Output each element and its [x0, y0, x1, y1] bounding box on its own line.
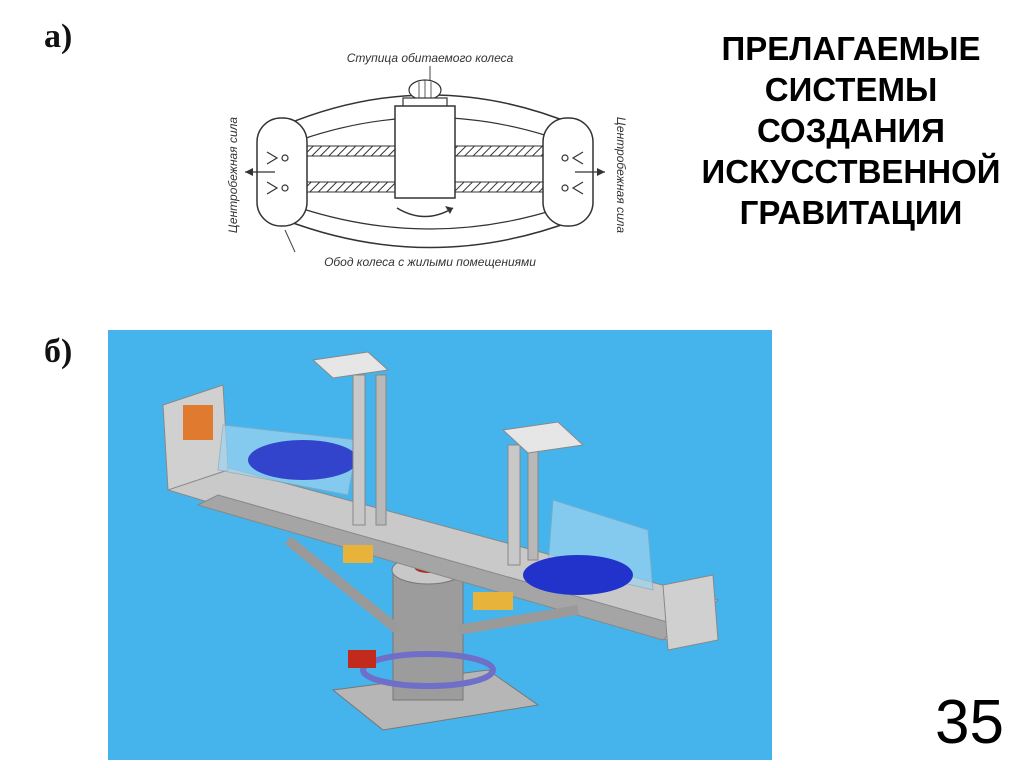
figures-left: [266, 151, 289, 195]
central-pillar: [392, 569, 464, 701]
title-line-5: ГРАВИТАЦИИ: [739, 194, 963, 231]
rim-label-leader: [284, 229, 296, 253]
left-tower: [352, 374, 366, 526]
yellow-panel-1: [343, 545, 373, 563]
force-label-right: Центробежная сила: [614, 117, 628, 233]
red-unit: [348, 650, 376, 668]
spoke-bottom-right: [454, 181, 544, 193]
strut-right: [457, 605, 579, 635]
page-number: 35: [935, 688, 1004, 757]
title-line-4: ИСКУССТВЕННОЙ: [701, 153, 1001, 190]
force-label-left: Центробежная сила: [226, 117, 240, 233]
slide-title: ПРЕЛАГАЕМЫЕ СИСТЕМЫ СОЗДАНИЯ ИСКУССТВЕНН…: [686, 28, 1016, 233]
figure-label-a: а): [44, 18, 73, 55]
left-tower-b: [375, 374, 387, 526]
force-arrow-right-head: [597, 168, 605, 176]
right-tower-lamp: [501, 421, 585, 454]
spoke-top-right: [454, 145, 544, 157]
rotation-arrow: [396, 207, 454, 218]
title-line-1: ПРЕЛАГАЕМЫЕ: [721, 30, 981, 67]
right-tower-b: [527, 449, 539, 561]
left-subject: [248, 440, 358, 480]
right-cabin-shell: [662, 574, 719, 651]
figures-right: [561, 151, 584, 195]
rim-inner-arc-bottom: [299, 207, 561, 230]
title-line-2: СИСТЕМЫ: [764, 71, 938, 108]
right-subject: [523, 555, 633, 595]
rim-outer-arc-bottom: [284, 219, 576, 249]
hub-cylinder: [394, 105, 456, 199]
rim-label: Обод колеса с жилыми помещениями: [324, 255, 536, 269]
figure-label-b: б): [44, 333, 73, 370]
strut-left: [284, 536, 402, 634]
centrifuge-render: [108, 330, 772, 760]
rotating-wheel-diagram: Ступица обитаемого колеса Центробежная с…: [226, 51, 628, 269]
force-arrow-left-head: [245, 168, 253, 176]
left-tower-lamp: [311, 351, 390, 379]
title-line-3: СОЗДАНИЯ: [757, 112, 945, 149]
spoke-top-left: [306, 145, 396, 157]
yellow-panel-2: [473, 592, 513, 610]
pillar-ring: [360, 651, 496, 689]
hub-label: Ступица обитаемого колеса: [347, 51, 514, 65]
spoke-bottom-left: [306, 181, 396, 193]
left-cabin-seat: [183, 405, 213, 440]
rotation-arrow-head: [445, 206, 453, 214]
right-tower: [507, 444, 521, 566]
centrifuge-render-art: [162, 351, 720, 731]
